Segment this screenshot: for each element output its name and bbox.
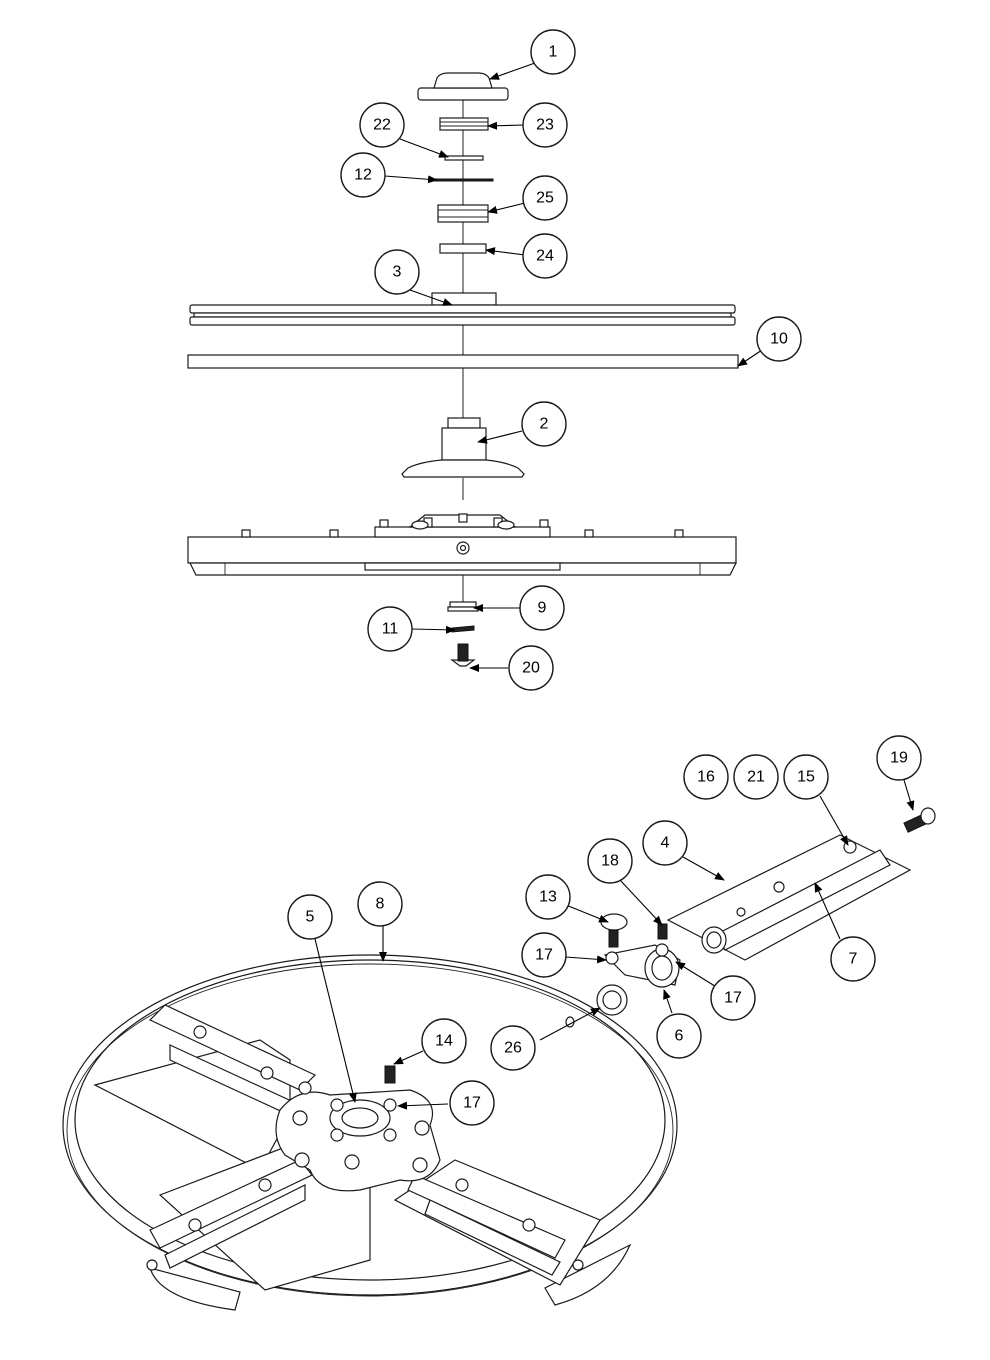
svg-text:17: 17 xyxy=(463,1095,481,1112)
part-22-washer xyxy=(444,155,484,161)
upper-exploded-stack xyxy=(187,72,739,667)
svg-text:16: 16 xyxy=(697,769,715,786)
callout-1: 1 xyxy=(530,29,576,75)
part-12-shim xyxy=(434,178,494,182)
callout-6: 6 xyxy=(656,1013,702,1059)
callout-19: 19 xyxy=(876,735,922,781)
svg-text:13: 13 xyxy=(539,889,557,906)
svg-text:24: 24 xyxy=(536,248,554,265)
svg-text:19: 19 xyxy=(890,750,908,767)
callout-16: 16 xyxy=(683,754,729,800)
svg-text:3: 3 xyxy=(393,264,402,281)
callout-17-bracket-right: 17 xyxy=(710,975,756,1021)
svg-text:15: 15 xyxy=(797,769,815,786)
callout-17-hub: 17 xyxy=(449,1080,495,1126)
callout-10: 10 xyxy=(756,316,802,362)
svg-text:7: 7 xyxy=(849,951,858,968)
part-11-lock-washer xyxy=(451,625,475,633)
part-4-blade-arm xyxy=(666,834,912,961)
callout-7: 7 xyxy=(830,936,876,982)
callout-5: 5 xyxy=(287,894,333,940)
callout-9: 9 xyxy=(519,585,565,631)
part-2-hub xyxy=(401,417,525,478)
part-9-washer xyxy=(447,601,479,612)
callout-26: 26 xyxy=(490,1025,536,1071)
svg-text:1: 1 xyxy=(549,44,558,61)
part-10-belt xyxy=(187,354,739,369)
svg-text:6: 6 xyxy=(675,1028,684,1045)
leader-lines xyxy=(314,62,915,1110)
svg-text:2: 2 xyxy=(540,416,549,433)
svg-text:5: 5 xyxy=(306,909,315,926)
svg-text:8: 8 xyxy=(376,896,385,913)
callout-8: 8 xyxy=(357,881,403,927)
part-5-hub xyxy=(275,1081,441,1192)
callout-13: 13 xyxy=(525,874,571,920)
part-25-bushing xyxy=(437,204,489,223)
svg-text:14: 14 xyxy=(435,1033,453,1050)
part-26-bushing xyxy=(596,984,628,1016)
part-19-bolt xyxy=(903,807,936,833)
callout-22: 22 xyxy=(359,102,405,148)
callout-12: 12 xyxy=(340,152,386,198)
callout-11: 11 xyxy=(367,606,413,652)
svg-text:4: 4 xyxy=(661,835,670,852)
callout-17-bracket-left: 17 xyxy=(521,932,567,978)
rotor-disc-assembly xyxy=(187,513,737,576)
callout-25: 25 xyxy=(522,175,568,221)
part-3-pulley xyxy=(189,292,736,326)
svg-text:12: 12 xyxy=(354,167,372,184)
svg-text:10: 10 xyxy=(770,331,788,348)
part-6-bracket xyxy=(603,943,681,988)
callout-3: 3 xyxy=(374,249,420,295)
svg-text:17: 17 xyxy=(535,947,553,964)
part-20-screw xyxy=(450,643,476,667)
svg-text:17: 17 xyxy=(724,990,742,1007)
svg-text:23: 23 xyxy=(536,117,554,134)
callout-bubbles: 1 22 23 12 25 24 3 10 2 9 11 20 19 16 21… xyxy=(287,29,922,1126)
part-18-set-screw xyxy=(657,923,668,940)
part-24-spacer xyxy=(439,243,487,254)
callout-21: 21 xyxy=(733,754,779,800)
svg-text:18: 18 xyxy=(601,853,619,870)
callout-18: 18 xyxy=(587,838,633,884)
callout-14: 14 xyxy=(421,1018,467,1064)
svg-text:21: 21 xyxy=(747,769,765,786)
part-14-set-screw xyxy=(384,1065,396,1084)
callout-2: 2 xyxy=(521,401,567,447)
callout-4: 4 xyxy=(642,820,688,866)
callout-23: 23 xyxy=(522,102,568,148)
svg-text:25: 25 xyxy=(536,190,554,207)
callout-20: 20 xyxy=(508,645,554,691)
callout-15: 15 xyxy=(783,754,829,800)
part-13-bolt xyxy=(600,913,628,948)
svg-text:11: 11 xyxy=(382,621,399,638)
svg-text:22: 22 xyxy=(373,117,391,134)
svg-text:9: 9 xyxy=(538,600,547,617)
svg-text:20: 20 xyxy=(522,660,540,677)
svg-text:26: 26 xyxy=(504,1040,522,1057)
callout-24: 24 xyxy=(522,233,568,279)
part-23-bearing xyxy=(439,117,489,131)
part-1-top-cap xyxy=(417,72,509,101)
